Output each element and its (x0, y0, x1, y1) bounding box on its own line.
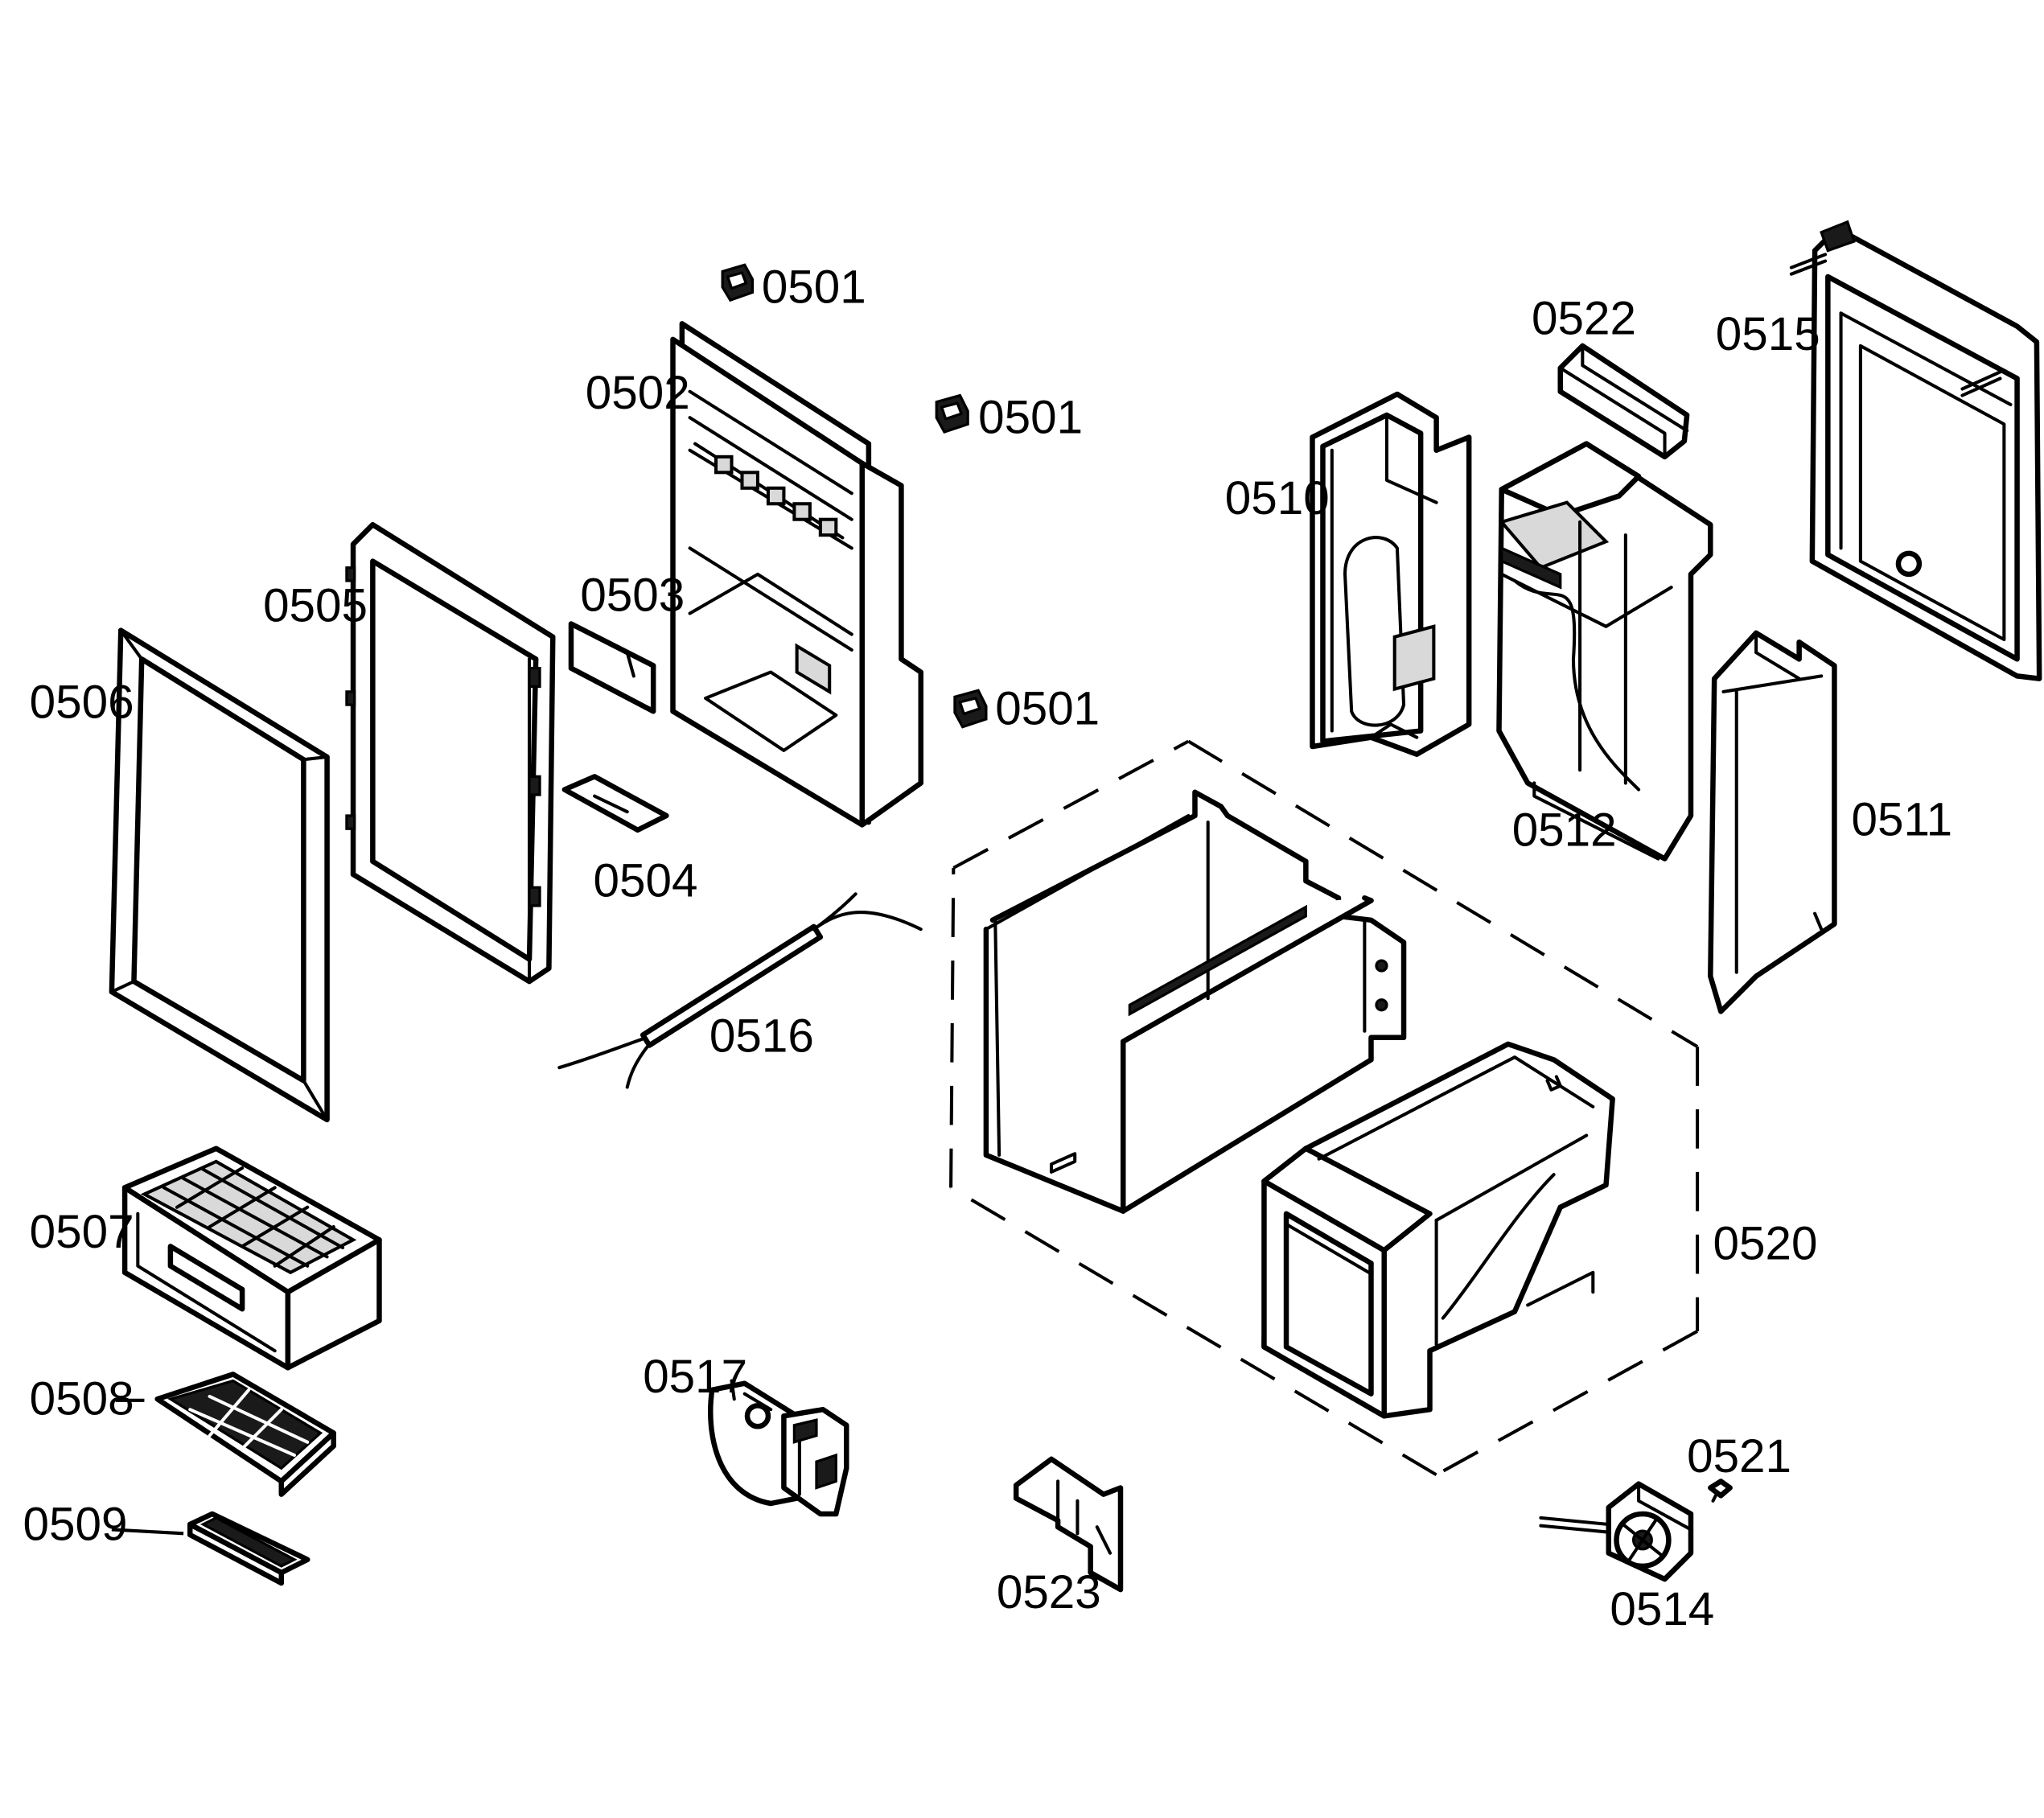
label-0511: 0511 (1852, 793, 1953, 845)
part-0521-screw (1708, 1479, 1733, 1503)
label-0512: 0512 (1512, 804, 1617, 856)
label-0515: 0515 (1716, 308, 1820, 360)
label-0517: 0517 (643, 1351, 747, 1403)
label-0521: 0521 (1687, 1430, 1791, 1483)
label-0516: 0516 (709, 1010, 814, 1063)
part-0512-ice-maker-housing (1496, 441, 1713, 862)
part-0506-outer-bezel (109, 627, 330, 1123)
label-0505: 0505 (263, 579, 368, 631)
label-0502: 0502 (586, 367, 690, 419)
part-0520-ice-bucket-assembly (949, 739, 1700, 1477)
label-0523: 0523 (997, 1566, 1101, 1619)
label-0522: 0522 (1532, 292, 1636, 344)
label-0520: 0520 (1713, 1218, 1818, 1270)
label-0509: 0509 (23, 1498, 128, 1550)
part-0522-cover-cap (1557, 343, 1690, 460)
part-0504-plate (561, 774, 669, 833)
part-0510-duct-housing (1310, 391, 1472, 757)
part-0511-side-panel (1708, 630, 1837, 1014)
part-0514-fan (1539, 1481, 1694, 1582)
label-0504: 0504 (594, 855, 698, 907)
part-0505-inner-frame (345, 521, 556, 985)
part-0502-dispenser-housing (670, 321, 924, 828)
label-0501-mid: 0501 (978, 392, 1083, 444)
part-0507-drip-tray-housing (121, 1146, 382, 1371)
part-0508-drip-grille (115, 1372, 336, 1497)
label-0510: 0510 (1225, 472, 1330, 524)
part-0501-clip-top (721, 263, 755, 302)
label-0501-low: 0501 (995, 682, 1100, 734)
part-0516-heater-wire (557, 892, 923, 1089)
part-0501-clip-mid (935, 393, 969, 434)
label-0501-top: 0501 (762, 261, 866, 313)
part-0509-drip-insert (111, 1511, 311, 1586)
label-0506: 0506 (30, 676, 134, 728)
part-0503-plate (568, 621, 656, 714)
part-0515-door-frame (1789, 220, 2042, 681)
label-0514: 0514 (1610, 1583, 1714, 1635)
label-0503: 0503 (580, 569, 685, 621)
part-0501-clip-low (953, 689, 988, 729)
part-0523-bracket (1013, 1456, 1124, 1593)
part-0517-solenoid (708, 1379, 849, 1517)
label-0508: 0508 (30, 1373, 134, 1425)
label-0507: 0507 (30, 1206, 134, 1258)
